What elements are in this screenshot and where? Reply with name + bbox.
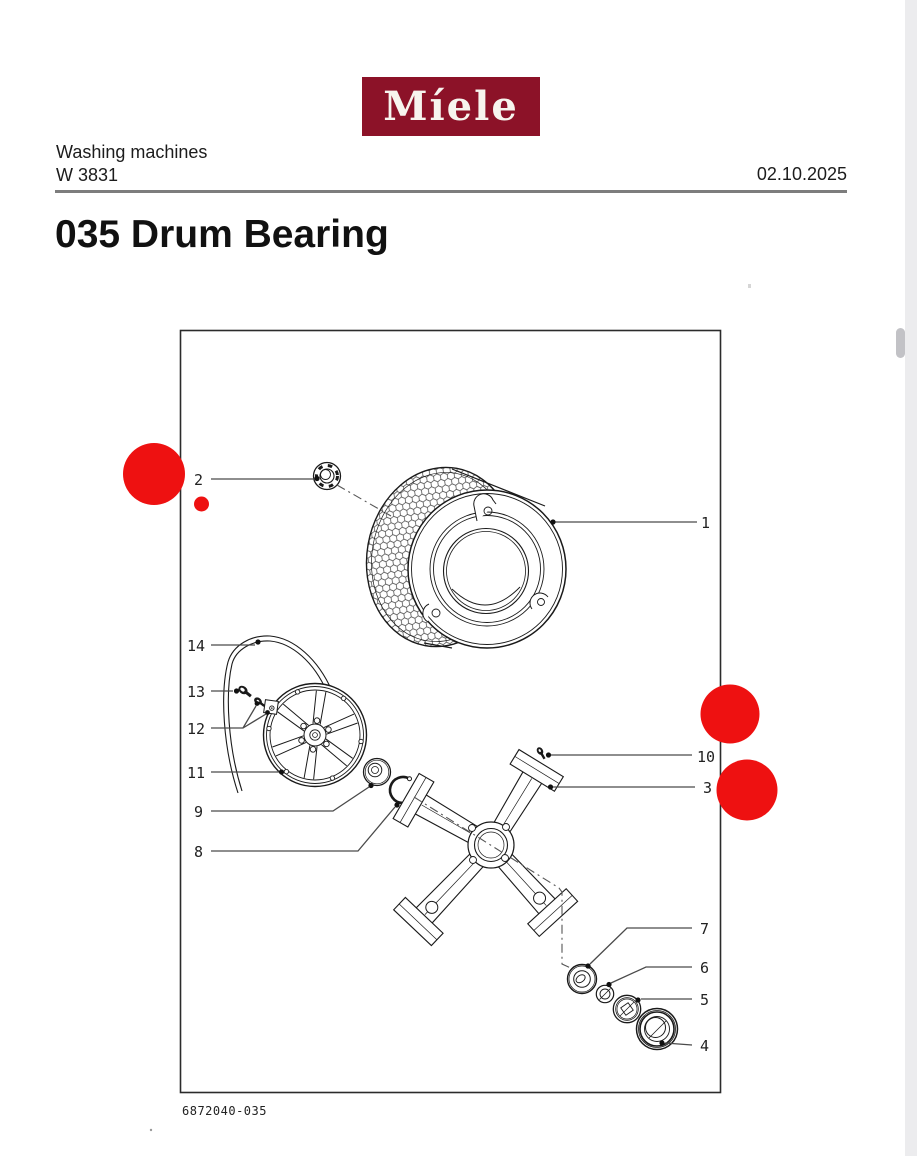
diagram-frame [179,329,722,1094]
callout-labels: 1 2 3 4 5 6 7 8 9 10 11 12 13 14 [187,471,715,1055]
annotation-markers [123,443,778,821]
screw-13-part [238,685,252,698]
callout-12: 12 [187,720,205,738]
annotation-marker-small-left[interactable] [194,496,209,512]
scrollbar-thumb[interactable] [896,328,905,358]
callout-8: 8 [194,843,203,861]
shaft-seal-part [566,963,598,995]
annotation-marker-large-left[interactable] [123,443,185,505]
callout-10: 10 [697,748,715,766]
document-meta: Washing machines W 3831 [56,141,207,187]
callout-3: 3 [703,779,712,797]
washer-6-part [595,984,615,1004]
drum-part [365,466,567,649]
large-bearing-part [635,1007,679,1051]
hub-bushing-part [362,757,392,787]
callout-4: 4 [700,1037,709,1055]
stray-mark [748,284,751,288]
callout-13: 13 [187,683,205,701]
page-title: 035 Drum Bearing [55,213,389,256]
header-divider [55,190,847,193]
product-line-label: Washing machines [56,142,208,162]
annotation-marker-right-lower[interactable] [716,759,778,821]
callout-11: 11 [187,764,205,782]
drive-belt-part [223,635,333,794]
model-label: W 3831 [56,165,119,185]
screw-10-part [536,747,546,760]
scrollbar-track[interactable] [905,0,917,1156]
callout-9: 9 [194,803,203,821]
small-bearing-part [612,994,642,1024]
leader-lines [211,478,697,1046]
miele-logo-text: Míele [383,83,519,130]
callout-6: 6 [700,959,709,977]
callout-7: 7 [700,920,709,938]
drawing-number: 6872040-035 [182,1104,267,1118]
leader-dots [233,475,665,1046]
date-label: 02.10.2025 [756,164,847,184]
pulley-part [262,682,368,788]
miele-logo: Míele [362,77,540,136]
callout-14: 14 [187,637,205,655]
annotation-marker-right-upper[interactable] [700,684,760,744]
spider-part [392,748,579,947]
axis-centerlines [336,484,578,972]
callout-5: 5 [700,991,709,1009]
stray-mark [149,1128,153,1132]
callout-2: 2 [194,471,203,489]
callout-1: 1 [701,514,710,532]
